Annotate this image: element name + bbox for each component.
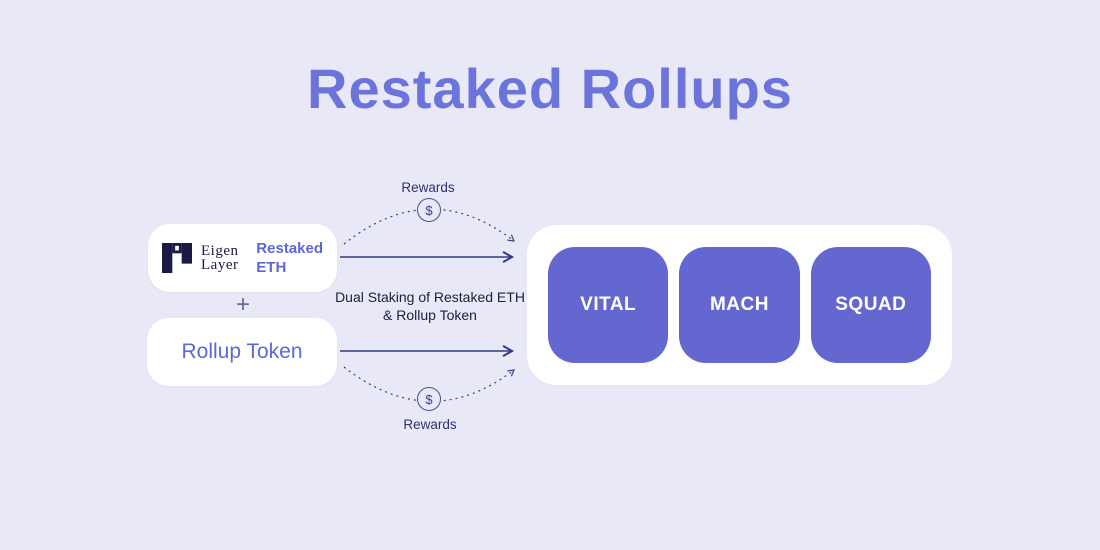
rollup-squad-label: SQUAD <box>835 294 907 315</box>
rollup-token-label: Rollup Token <box>181 340 303 363</box>
rewards-top-label: Rewards <box>401 180 455 195</box>
eigenlayer-brand-line1: Eigen <box>201 243 239 259</box>
rollup-vital-label: VITAL <box>580 294 637 315</box>
eigenlayer-logo-icon <box>162 243 192 273</box>
rollup-vital: VITAL <box>548 247 669 363</box>
rollup-mach-label: MACH <box>709 294 769 315</box>
plus-sign: + <box>235 291 250 318</box>
dollar-glyph: $ <box>425 391 433 407</box>
rollups-container: VITAL MACH SQUAD <box>527 225 952 385</box>
dollar-icon: $ <box>417 387 441 411</box>
rewards-bottom-label: Rewards <box>403 417 457 432</box>
rollup-token-card: Rollup Token <box>147 318 337 386</box>
eigenlayer-brand-line2: Layer <box>201 257 239 273</box>
dollar-icon: $ <box>417 198 441 222</box>
restaked-eth-line2: ETH <box>256 259 287 276</box>
restaked-eth-label: Restaked ETH <box>256 239 323 277</box>
rollup-squad: SQUAD <box>810 247 931 363</box>
eigenlayer-brand: Eigen Layer <box>201 243 239 273</box>
dual-staking-caption: Dual Staking of Restaked ETH & Rollup To… <box>328 288 532 324</box>
restaked-eth-line1: Restaked <box>256 240 323 257</box>
page-title: Restaked Rollups <box>307 57 793 120</box>
eigenlayer-card: Eigen Layer Restaked ETH <box>148 224 337 292</box>
caption-line1: Dual Staking of Restaked ETH <box>335 289 525 305</box>
dollar-glyph: $ <box>425 202 433 218</box>
caption-line2: & Rollup Token <box>383 307 477 323</box>
rollup-mach: MACH <box>679 247 800 363</box>
